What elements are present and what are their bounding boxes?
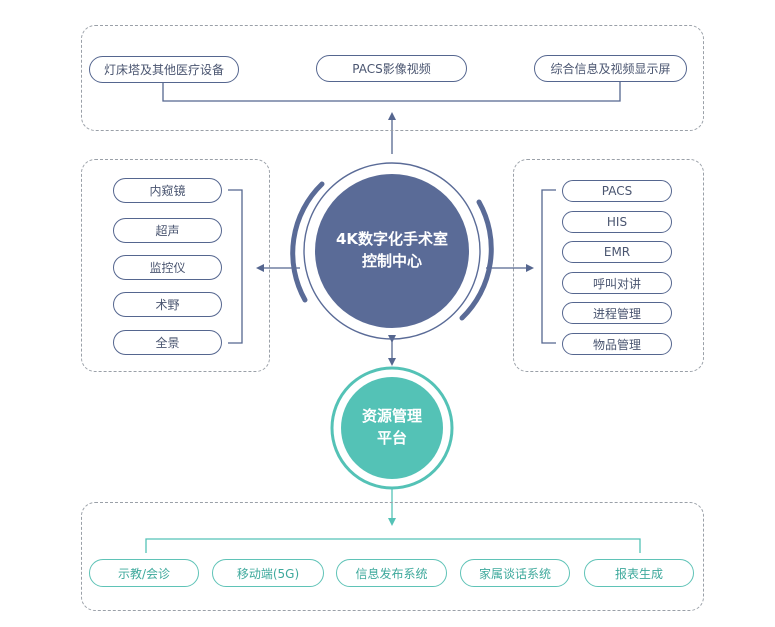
left-item-surgical-field: 术野 bbox=[113, 292, 222, 317]
right-item-process-management: 进程管理 bbox=[562, 302, 672, 324]
bottom-panel bbox=[81, 502, 704, 611]
top-bracket bbox=[162, 82, 621, 102]
control-center-ring-arc-left bbox=[290, 181, 325, 303]
control-center-line2: 控制中心 bbox=[361, 252, 422, 270]
bottom-bracket bbox=[145, 538, 641, 553]
left-item-monitor: 监控仪 bbox=[113, 255, 222, 280]
bottom-item-teaching-consultation: 示教/会诊 bbox=[89, 559, 199, 587]
left-panel bbox=[81, 159, 270, 372]
right-item-emr: EMR bbox=[562, 241, 672, 263]
left-item-endoscope: 内窥镜 bbox=[113, 178, 222, 203]
bottom-item-family-conversation: 家属谈话系统 bbox=[460, 559, 570, 587]
resource-platform-label: 资源管理 平台 bbox=[341, 401, 443, 455]
control-center-label: 4K数字化手术室 控制中心 bbox=[315, 218, 469, 284]
bottom-item-mobile-5g: 移动端(5G) bbox=[212, 559, 324, 587]
top-item-medical-equipment: 灯床塔及其他医疗设备 bbox=[89, 56, 239, 83]
control-center-line1: 4K数字化手术室 bbox=[335, 230, 449, 249]
control-center-outer-ring bbox=[303, 162, 481, 340]
resource-platform-outer-ring bbox=[330, 366, 454, 490]
right-bracket bbox=[541, 189, 556, 344]
right-item-pacs: PACS bbox=[562, 180, 672, 202]
resource-platform-circle bbox=[341, 377, 443, 479]
top-panel bbox=[81, 25, 704, 131]
right-item-intercom: 呼叫对讲 bbox=[562, 272, 672, 294]
control-center-ring-arc-right bbox=[459, 199, 494, 321]
left-item-ultrasound: 超声 bbox=[113, 218, 222, 243]
control-center-circle bbox=[315, 174, 469, 328]
resource-platform-line1: 资源管理 bbox=[361, 407, 422, 426]
bottom-item-report-generation: 报表生成 bbox=[584, 559, 694, 587]
right-item-his: HIS bbox=[562, 211, 672, 233]
top-item-pacs-video: PACS影像视频 bbox=[316, 55, 467, 82]
right-item-supplies-management: 物品管理 bbox=[562, 333, 672, 355]
resource-platform-line2: 平台 bbox=[376, 429, 407, 447]
right-panel bbox=[513, 159, 704, 372]
left-item-panorama: 全景 bbox=[113, 330, 222, 355]
bottom-item-info-publishing: 信息发布系统 bbox=[336, 559, 447, 587]
top-item-info-display: 综合信息及视频显示屏 bbox=[534, 55, 687, 82]
left-bracket bbox=[228, 189, 243, 344]
